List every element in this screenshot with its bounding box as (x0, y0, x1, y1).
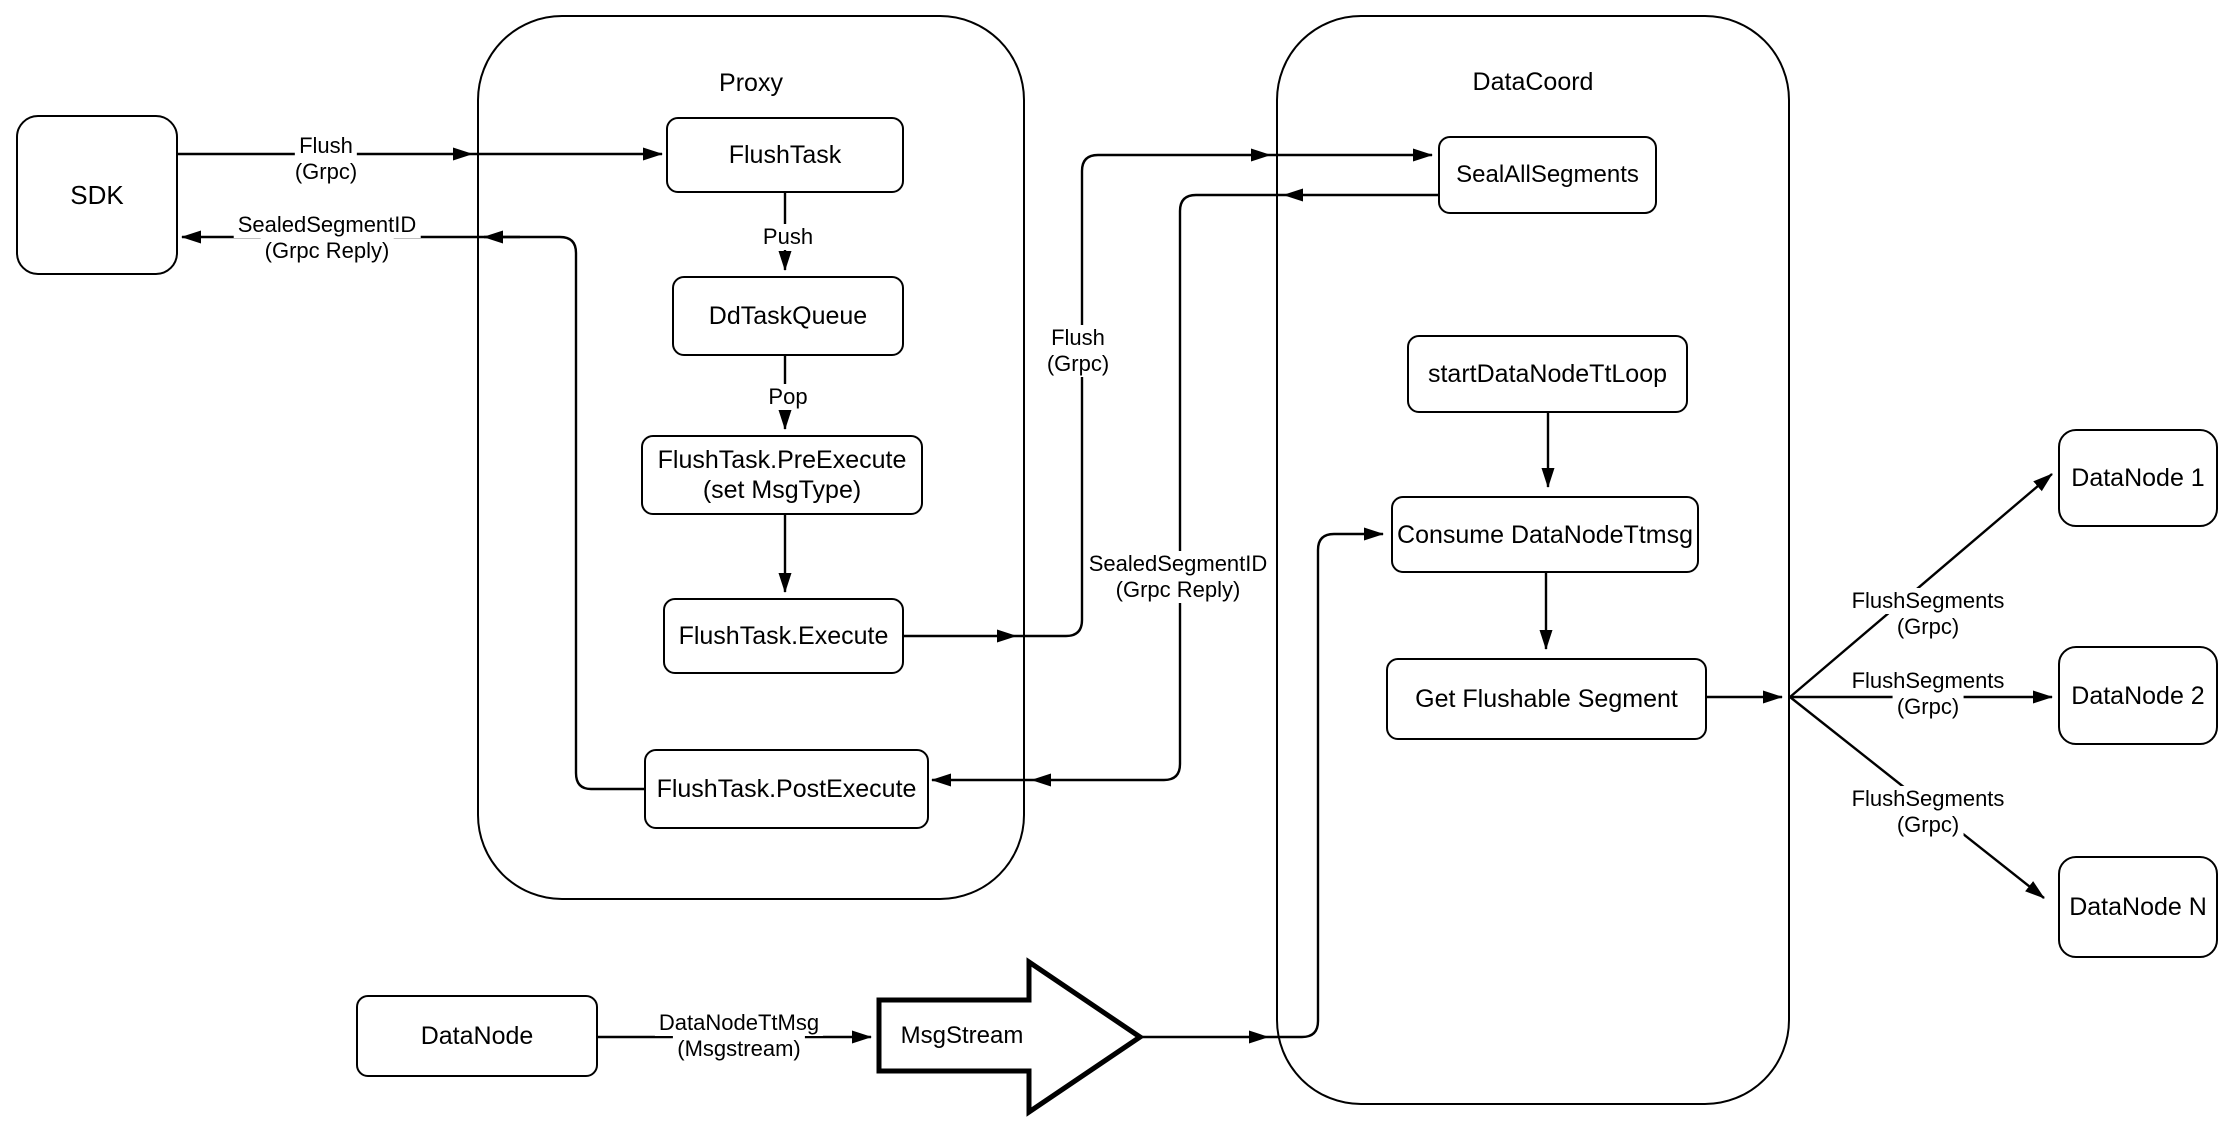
node-seal-all-segments: SealAllSegments (1438, 136, 1657, 214)
edge-label-sealed-sdk: SealedSegmentID (Grpc Reply) (233, 212, 421, 264)
proxy-container: Proxy (477, 15, 1025, 900)
node-pre-execute-label-line2: (set MsgType) (702, 476, 862, 504)
edge-label-flush-segments-1: FlushSegments (Grpc) (1847, 588, 2009, 640)
edge-label-pop: Pop (764, 384, 812, 410)
node-datanode: DataNode (356, 995, 598, 1077)
edge-label-flush-segments-3: FlushSegments (Grpc) (1847, 786, 2009, 838)
edge-label-flush-segments-2: FlushSegments (Grpc) (1847, 668, 2009, 720)
edge-flushsegments-1 (1789, 473, 2053, 698)
node-start-datanode-tt-loop-label: startDataNodeTtLoop (1427, 360, 1668, 388)
edge-seal-return-2 (1031, 193, 1284, 787)
proxy-title: Proxy (719, 69, 783, 97)
node-pre-execute: FlushTask.PreExecute (set MsgType) (641, 435, 923, 515)
node-dd-task-queue-label: DdTaskQueue (708, 302, 868, 330)
node-execute-label: FlushTask.Execute (678, 622, 889, 650)
node-datanode-n: DataNode N (2058, 856, 2218, 958)
datacoord-container: DataCoord (1276, 15, 1790, 1105)
node-pre-execute-label-line1: FlushTask.PreExecute (657, 446, 907, 474)
node-datanode-n-label: DataNode N (2069, 893, 2207, 921)
node-datanode-2: DataNode 2 (2058, 646, 2218, 745)
node-sdk-label: SDK (70, 180, 124, 210)
node-start-datanode-tt-loop: startDataNodeTtLoop (1407, 335, 1688, 413)
datacoord-title: DataCoord (1472, 68, 1594, 96)
node-flush-task-label: FlushTask (728, 141, 842, 169)
node-execute: FlushTask.Execute (663, 598, 904, 674)
node-post-execute-label: FlushTask.PostExecute (656, 775, 917, 803)
node-datanode-1: DataNode 1 (2058, 429, 2218, 527)
edge-label-datanode-ttmsg: DataNodeTtMsg (Msgstream) (654, 1010, 824, 1062)
edge-label-flush-mid: Flush (Grpc) (1042, 325, 1114, 377)
node-datanode-1-label: DataNode 1 (2071, 464, 2205, 492)
node-datanode-2-label: DataNode 2 (2071, 681, 2205, 710)
edge-label-sealed-mid: SealedSegmentID (Grpc Reply) (1084, 551, 1272, 603)
node-sdk: SDK (16, 115, 178, 275)
node-dd-task-queue: DdTaskQueue (672, 276, 904, 356)
node-post-execute: FlushTask.PostExecute (644, 749, 929, 829)
msgstream-label: MsgStream (900, 1022, 1024, 1049)
node-get-flushable-segment-label: Get Flushable Segment (1415, 685, 1678, 713)
msgstream-arrow-shape (876, 957, 1145, 1117)
node-consume-datanode-ttmsg: Consume DataNodeTtmsg (1391, 496, 1699, 573)
edge-reply-to-sdk (181, 230, 644, 791)
node-seal-all-segments-label: SealAllSegments (1456, 161, 1639, 188)
node-consume-datanode-ttmsg-label: Consume DataNodeTtmsg (1397, 520, 1693, 549)
edge-execute-out-2 (1016, 148, 1271, 638)
node-datanode-label: DataNode (420, 1022, 534, 1050)
node-flush-task: FlushTask (666, 117, 904, 193)
node-get-flushable-segment: Get Flushable Segment (1386, 658, 1707, 740)
edge-label-flush-sdk: Flush (Grpc) (290, 133, 362, 185)
edge-label-push: Push (758, 224, 818, 250)
